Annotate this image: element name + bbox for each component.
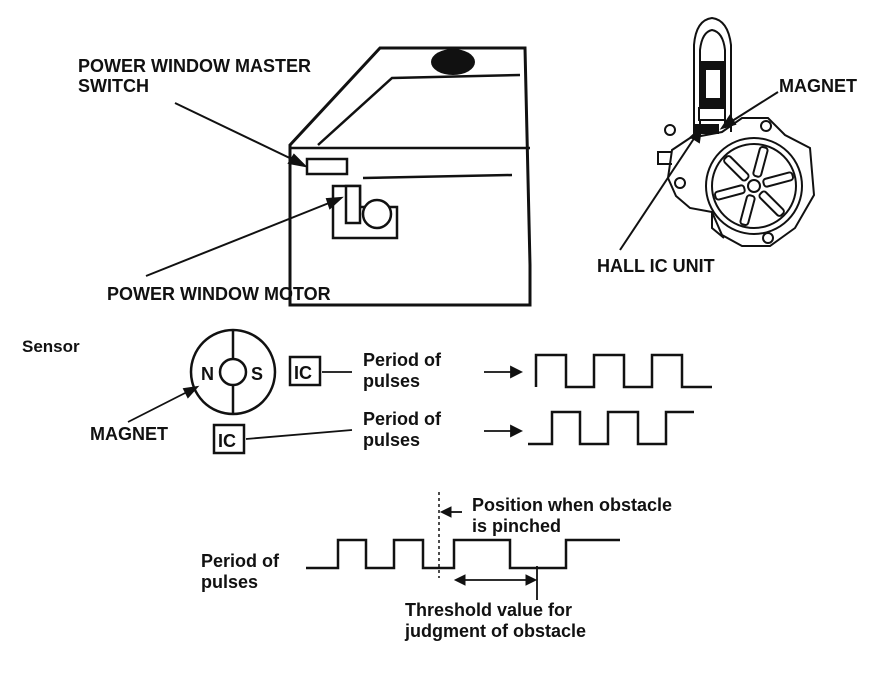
period-bottom-label-2: pulses xyxy=(201,572,258,592)
arrowhead xyxy=(325,196,344,210)
magnet-block xyxy=(698,107,726,121)
door-illustration xyxy=(288,46,532,307)
gear-case-inner xyxy=(711,143,797,229)
pinched-label-1: Position when obstacle xyxy=(472,495,672,515)
arrowhead xyxy=(182,385,200,399)
motor-label: POWER WINDOW MOTOR xyxy=(107,284,331,304)
hall-ic-unit-label: HALL IC UNIT xyxy=(597,256,715,276)
pole-n-label: N xyxy=(201,364,214,384)
arrowhead xyxy=(510,424,524,438)
mount-hole-1 xyxy=(760,120,772,132)
obstacle-markers xyxy=(438,492,538,600)
ic-label-upper: IC xyxy=(294,363,312,383)
master-switch-label-2: SWITCH xyxy=(78,76,149,96)
sensor-leaders xyxy=(127,365,524,440)
period-upper-label-2: pulses xyxy=(363,371,420,391)
pinched-label-2: is pinched xyxy=(472,516,561,536)
gear-hub xyxy=(747,179,761,193)
window-frame-inner xyxy=(317,73,521,146)
period-lower-label-2: pulses xyxy=(363,430,420,450)
mount-hole-4 xyxy=(664,124,676,136)
connector xyxy=(657,151,672,165)
arrowhead xyxy=(287,153,308,168)
door-outline xyxy=(288,46,532,307)
arrowhead xyxy=(510,365,524,379)
pulse-waveforms xyxy=(306,353,712,570)
door-leaders xyxy=(145,102,344,277)
period-upper-label-1: Period of xyxy=(363,350,442,370)
mount-hole-2 xyxy=(674,177,686,189)
arrowhead xyxy=(453,574,466,586)
threshold-label-1: Threshold value for xyxy=(405,600,572,620)
motor-illustration xyxy=(657,16,816,247)
magnet-inner-ring xyxy=(218,357,248,387)
ic-box-lower xyxy=(212,423,246,455)
motor-housing xyxy=(693,16,732,135)
magnet-label-top: MAGNET xyxy=(779,76,857,96)
sensor-magnet xyxy=(189,328,277,416)
armature-gap xyxy=(706,70,720,98)
pulse-train-upper xyxy=(534,353,712,389)
magnet-label-bottom: MAGNET xyxy=(90,424,168,444)
motor-leaders xyxy=(619,91,779,251)
period-lower-label-1: Period of xyxy=(363,409,442,429)
gear-spokes xyxy=(714,146,794,226)
arrowhead xyxy=(439,506,452,518)
motor-body-shape xyxy=(344,184,362,225)
pulse-train-bottom xyxy=(306,538,620,570)
arrowhead xyxy=(525,574,538,586)
arrowhead xyxy=(689,125,703,144)
ic-label-lower: IC xyxy=(218,431,236,451)
gear-case-outer xyxy=(705,137,803,235)
door-inner-line xyxy=(362,173,513,180)
pole-s-label: S xyxy=(251,364,263,384)
pulse-train-lower xyxy=(528,410,694,446)
motor-housing-inner xyxy=(699,28,726,128)
threshold-label-2: judgment of obstacle xyxy=(404,621,586,641)
period-bottom-label-1: Period of xyxy=(201,551,280,571)
hall-ic-block xyxy=(695,124,719,134)
text-labels: POWER WINDOW MASTER SWITCH POWER WINDOW … xyxy=(22,56,857,641)
mount-hole-3 xyxy=(762,232,774,244)
master-switch-shape xyxy=(305,157,349,176)
ic-box-upper xyxy=(288,355,322,387)
arrowhead xyxy=(719,114,737,130)
master-switch-label-1: POWER WINDOW MASTER xyxy=(78,56,311,76)
sensor-label: Sensor xyxy=(22,337,80,356)
mirror-shape xyxy=(431,49,475,75)
motor-drum-shape xyxy=(361,198,393,230)
housing-lower xyxy=(711,212,725,239)
